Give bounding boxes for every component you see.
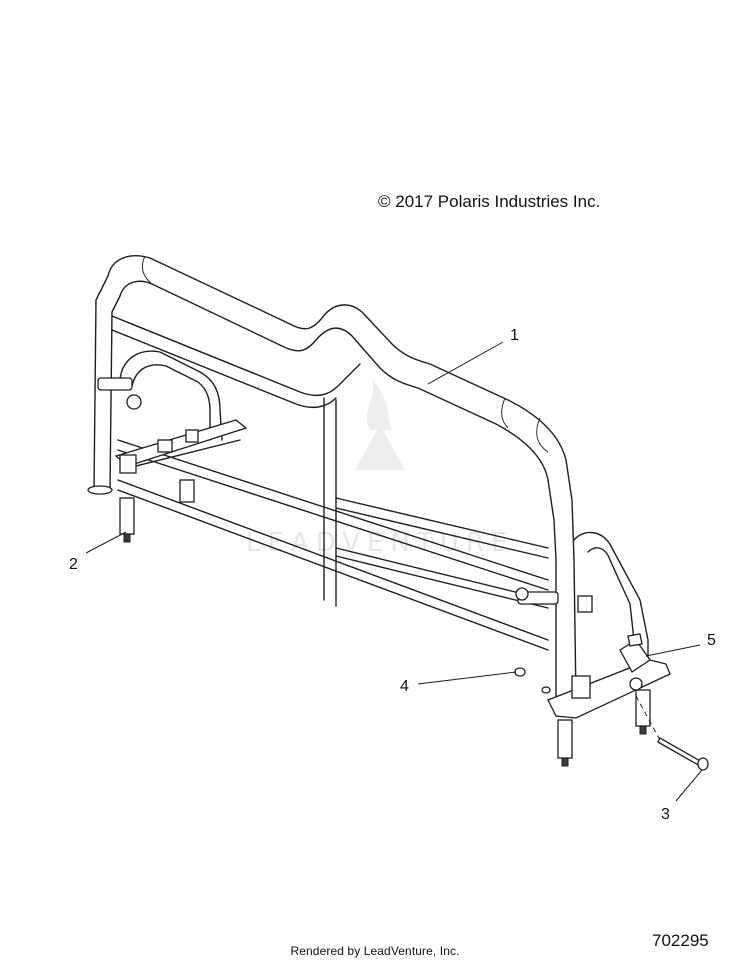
copyright-text: © 2017 Polaris Industries Inc.	[378, 192, 601, 211]
callout-2: 2	[69, 556, 78, 573]
footer-credit: Rendered by LeadVenture, Inc.	[290, 944, 460, 958]
fastener-nut	[514, 667, 551, 694]
latch-brackets	[97, 377, 651, 699]
watermark-logo	[355, 380, 405, 470]
callout-1: 1	[510, 327, 519, 344]
diagram-id: 702295	[652, 931, 709, 950]
callout-5: 5	[707, 632, 716, 649]
leader-lines	[85, 341, 703, 802]
rack-frame	[87, 255, 671, 719]
pin-part	[635, 695, 709, 771]
callout-3: 3	[661, 806, 670, 823]
callout-4: 4	[400, 678, 409, 695]
rack-feet	[119, 479, 651, 767]
